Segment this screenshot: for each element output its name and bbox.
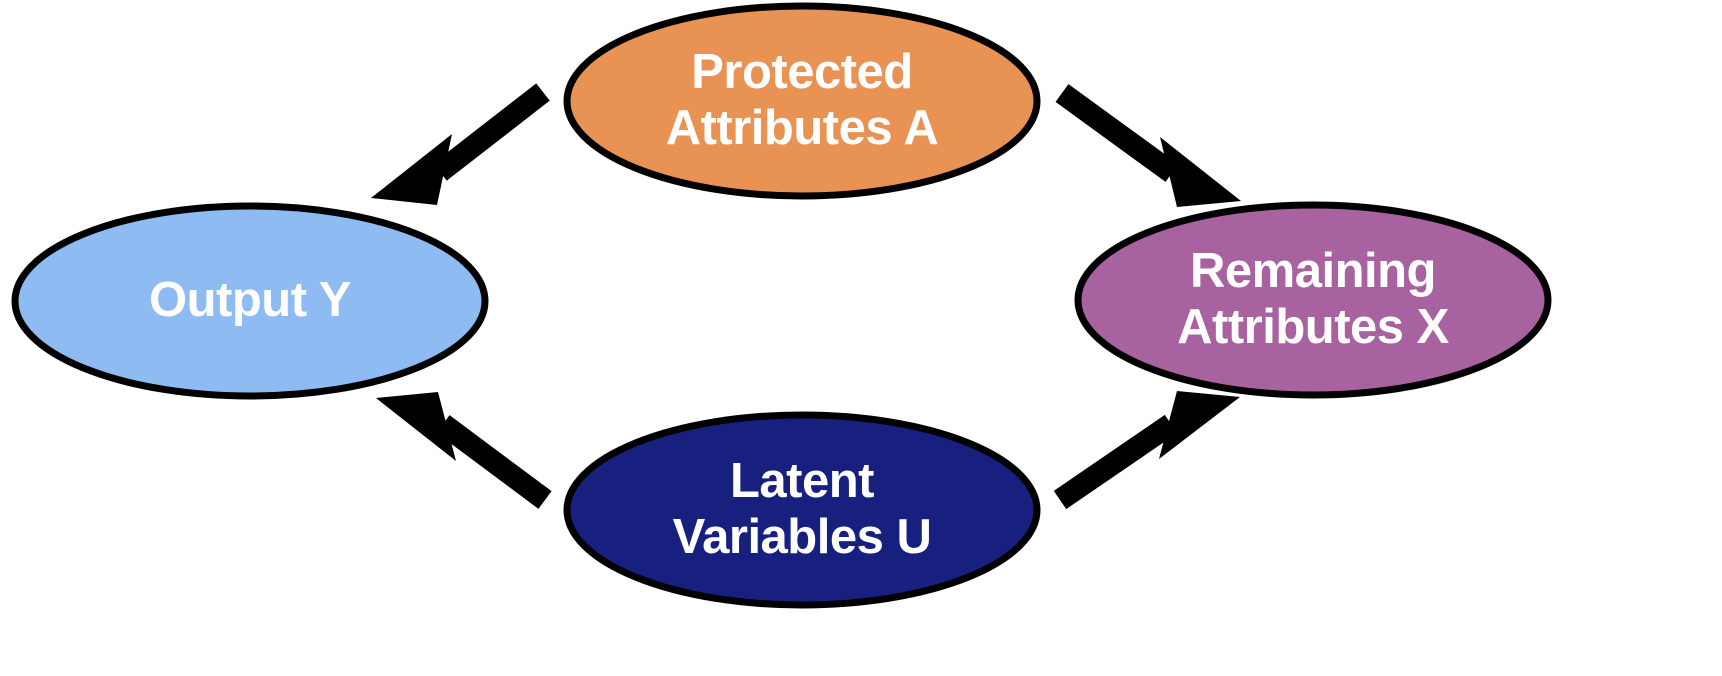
edge-u-to-y (376, 392, 552, 509)
node-protected-attributes-label-line2: Attributes A (666, 101, 939, 155)
edge-u-to-x-shaft (1053, 414, 1178, 510)
edge-a-to-x-shaft (1055, 84, 1179, 182)
node-latent-variables-shape[interactable] (563, 411, 1041, 609)
node-latent-variables[interactable]: Latent Variables U (563, 411, 1041, 609)
node-output[interactable]: Output Y (11, 202, 489, 400)
node-protected-attributes[interactable]: Protected Attributes A (563, 2, 1041, 200)
node-remaining-attributes-label: Remaining (1190, 244, 1436, 298)
edge-a-to-y-shaft (433, 83, 550, 181)
node-remaining-attributes-label-line2: Attributes X (1177, 300, 1450, 354)
node-latent-variables-label: Latent (730, 454, 874, 508)
edge-u-to-y-arrowhead (376, 392, 456, 461)
node-remaining-attributes[interactable]: Remaining Attributes X (1074, 201, 1552, 399)
edge-u-to-x (1053, 391, 1240, 510)
edge-a-to-y (371, 83, 550, 205)
edge-u-to-x-arrowhead (1159, 391, 1240, 459)
edge-u-to-y-shaft (436, 415, 552, 509)
edge-a-to-x-arrowhead (1160, 137, 1241, 207)
node-output-label: Output Y (149, 273, 351, 327)
node-protected-attributes-label: Protected (691, 45, 913, 99)
node-protected-attributes-shape[interactable] (563, 2, 1041, 200)
edge-a-to-x (1055, 84, 1241, 207)
edge-a-to-y-arrowhead (371, 134, 452, 205)
node-output-shape[interactable] (11, 202, 489, 400)
node-remaining-attributes-shape[interactable] (1074, 201, 1552, 399)
node-latent-variables-label-line2: Variables U (673, 510, 932, 564)
